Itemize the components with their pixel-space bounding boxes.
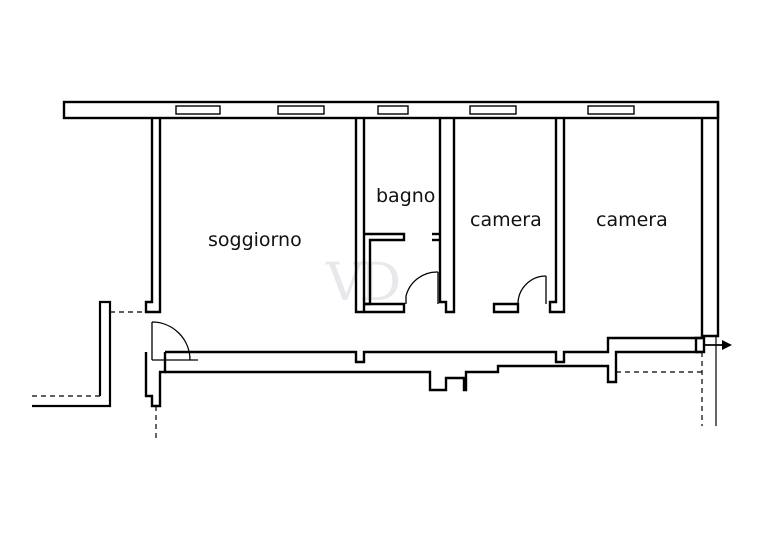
wall-corridor-bottom <box>165 350 702 392</box>
wall-partition-3 <box>548 118 566 314</box>
bagno-lower-wall <box>364 302 406 314</box>
window <box>277 105 325 115</box>
entrance-door <box>151 321 191 361</box>
wall-partition-1 <box>354 118 366 314</box>
dashed-lines <box>32 311 703 440</box>
exterior-wall <box>32 300 112 408</box>
meter-box <box>694 336 706 354</box>
window <box>175 105 221 115</box>
camera-door-arc <box>517 275 547 305</box>
window <box>587 105 635 115</box>
windows <box>175 105 635 115</box>
doors <box>151 271 547 361</box>
window <box>469 105 517 115</box>
room-label-soggiorno: soggiorno <box>208 229 302 251</box>
room-label-camera-2: camera <box>596 209 668 231</box>
wall-partition-2 <box>438 118 456 314</box>
bagno-door-arc <box>405 271 439 304</box>
wall-corridor-top <box>165 336 702 364</box>
external-outline <box>32 300 112 408</box>
wall-top <box>62 100 720 120</box>
room-label-bagno: bagno <box>376 185 435 207</box>
wall-left-upper <box>144 118 162 314</box>
camera-lower-wall <box>492 302 520 314</box>
window <box>377 105 409 115</box>
room-label-camera-1: camera <box>470 209 542 231</box>
wall-right <box>700 102 720 338</box>
arrow-icon <box>704 340 732 350</box>
